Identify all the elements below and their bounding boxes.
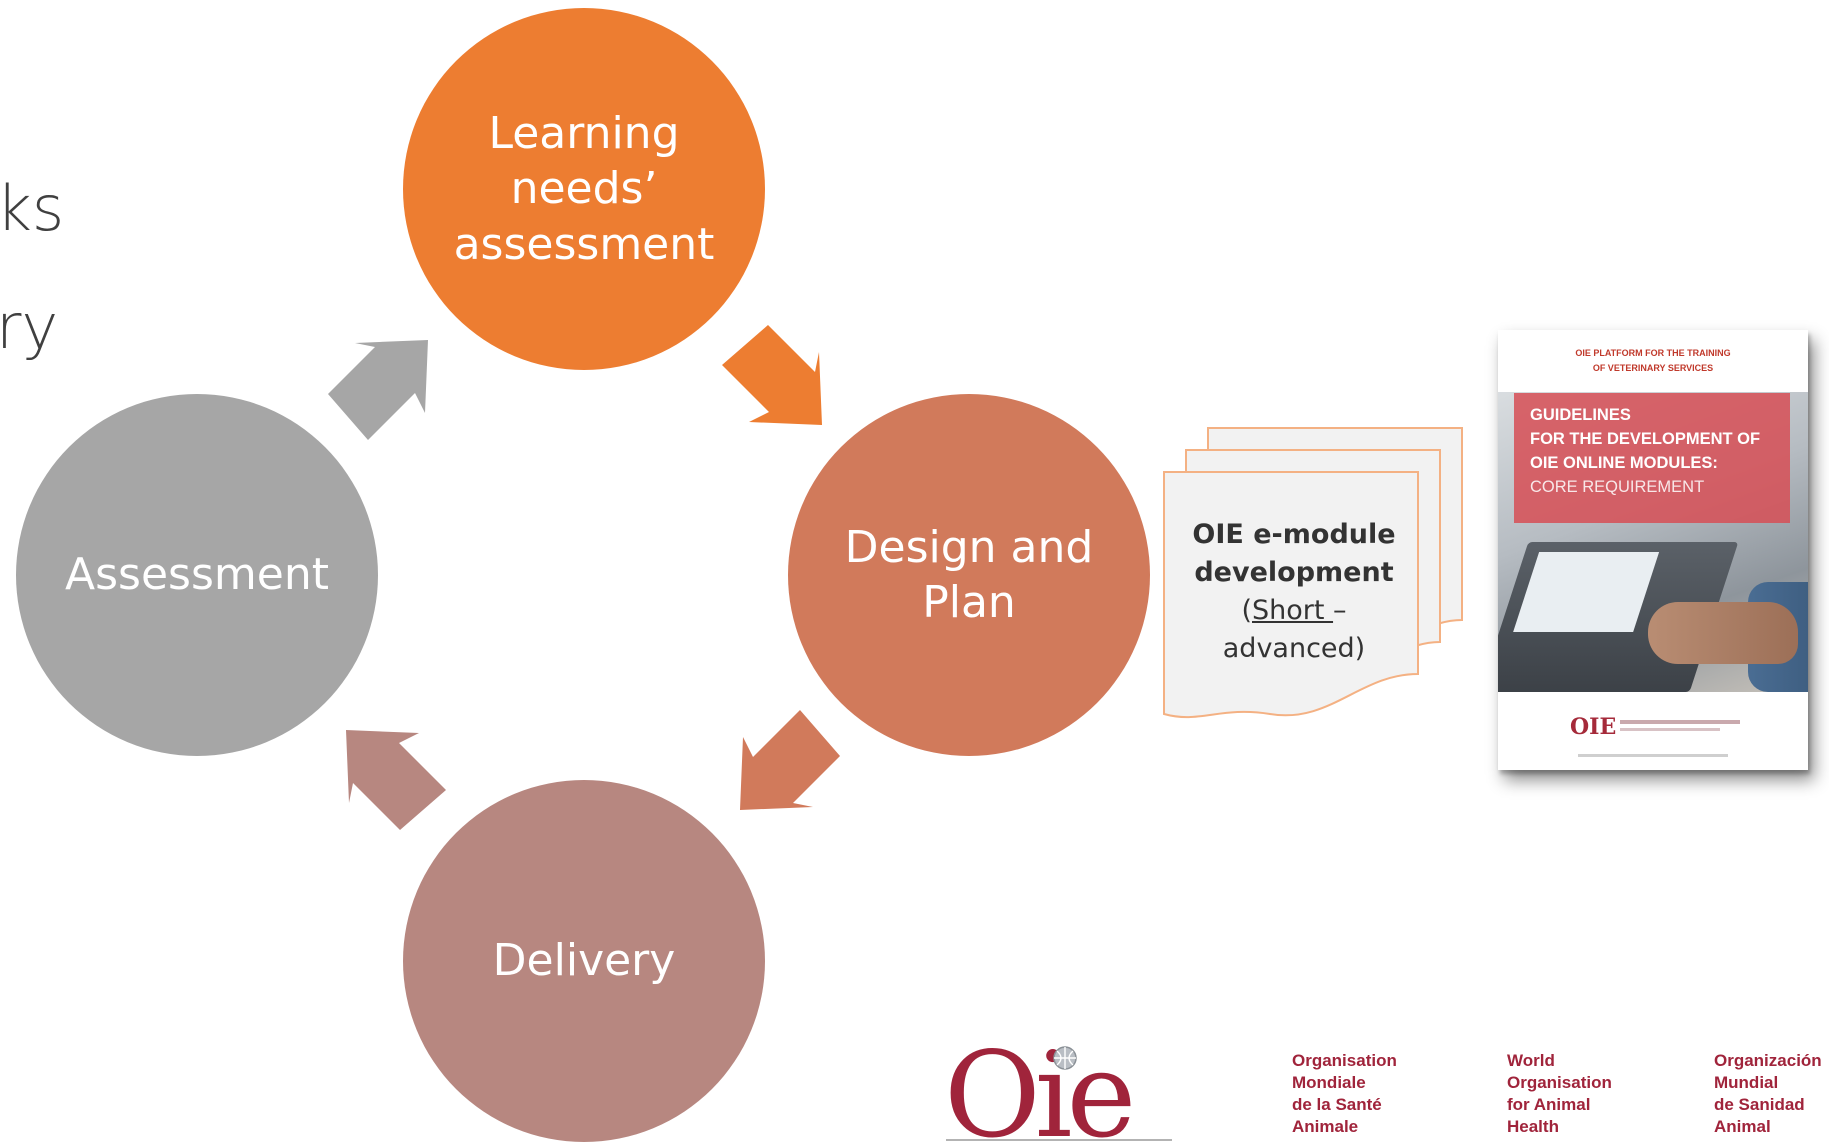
cover-band-line-3: OIE ONLINE MODULES: [1530, 454, 1718, 472]
org-spanish-line-1: Organización [1714, 1051, 1822, 1070]
org-spanish-line-3: de Sanidad [1714, 1095, 1805, 1114]
document-stack-text: OIE e-module development (Short – advanc… [1170, 516, 1418, 668]
org-spanish-line-2: Mundial [1714, 1073, 1779, 1092]
learning-needs-label: Learning needs’ assessment [453, 107, 715, 270]
document-stack-title: OIE e-module development [1192, 519, 1396, 588]
org-french-line-3: de la Santé [1292, 1095, 1382, 1114]
svg-text:Oie: Oie [944, 1036, 1130, 1142]
document-stack-shape [1163, 427, 1463, 719]
org-english-line-1: World [1507, 1051, 1555, 1070]
org-french-line-1: Organisation [1292, 1051, 1397, 1070]
cover-top-line-2: OF VETERINARY SERVICES [1592, 363, 1714, 373]
design-plan-circle: Design and Plan [788, 394, 1150, 756]
cover-band-line-1: GUIDELINES [1530, 406, 1631, 424]
delivery-label: Delivery [492, 935, 676, 987]
document-stack-open-paren: ( [1241, 595, 1252, 626]
arrow-assessment-to-learning [328, 340, 428, 440]
cover-oie-logo: OIE [1570, 714, 1617, 740]
org-french-line-2: Mondiale [1292, 1073, 1366, 1092]
design-plan-label: Design and Plan [844, 521, 1094, 628]
arrow-design-to-delivery [740, 710, 840, 810]
left-text-fragment-2: ry [0, 290, 59, 363]
cover-footer-line [1578, 754, 1728, 757]
cover-top-line-1: OIE PLATFORM FOR THE TRAINING [1575, 348, 1731, 358]
learning-needs-circle: Learning needs’ assessment [403, 8, 765, 370]
oie-logo: Oie [944, 1036, 1172, 1142]
assessment-circle: Assessment [16, 394, 378, 756]
left-text-fragment-1: ks [0, 172, 65, 245]
org-name-french: Organisation Mondiale de la Santé Animal… [1292, 1050, 1397, 1138]
org-french-line-4: Animale [1292, 1117, 1359, 1136]
cover-fine-print-line [1620, 728, 1720, 731]
org-name-spanish: Organización Mundial de Sanidad Animal [1714, 1050, 1822, 1138]
cover-fine-print-line [1620, 720, 1740, 724]
org-english-line-4: Health [1507, 1117, 1559, 1136]
org-english-line-2: Organisation [1507, 1073, 1612, 1092]
cover-band-subtitle: CORE REQUIREMENT [1530, 478, 1705, 496]
org-spanish-line-4: Animal [1714, 1117, 1771, 1136]
document-stack-short: Short [1252, 595, 1334, 626]
hand-shape [1648, 602, 1798, 664]
cover-title-band: GUIDELINES FOR THE DEVELOPMENT OF OIE ON… [1514, 393, 1790, 523]
cover-band-line-2: FOR THE DEVELOPMENT OF [1530, 430, 1761, 448]
guidelines-cover-image: OIE PLATFORM FOR THE TRAINING OF VETERIN… [1498, 330, 1808, 770]
org-english-line-3: for Animal [1507, 1095, 1591, 1114]
delivery-circle: Delivery [403, 780, 765, 1142]
document-stack-rest: – advanced) [1222, 595, 1366, 664]
assessment-label: Assessment [65, 549, 329, 601]
cover-top-title: OIE PLATFORM FOR THE TRAINING OF VETERIN… [1498, 346, 1808, 376]
arrow-delivery-to-assessment [346, 730, 446, 830]
org-name-english: World Organisation for Animal Health [1507, 1050, 1612, 1138]
arrow-learning-to-design [722, 325, 822, 425]
